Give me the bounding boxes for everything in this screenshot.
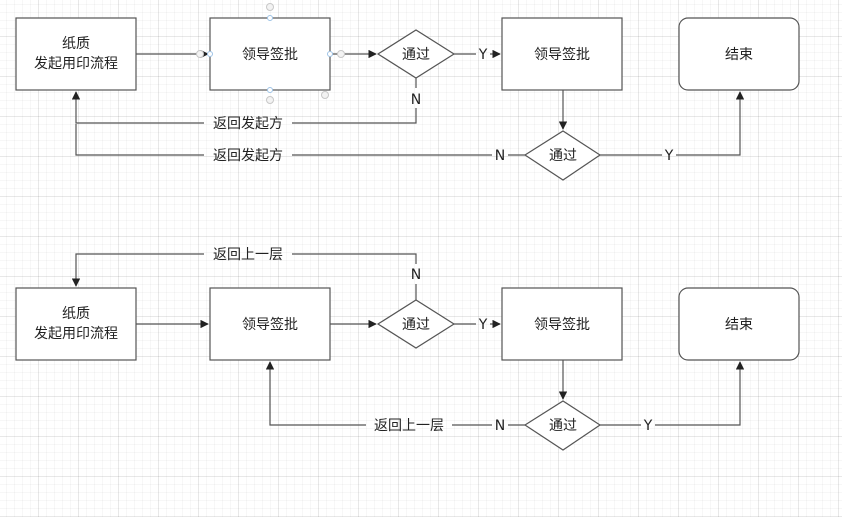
node-approve2[interactable]: 领导签批	[501, 17, 623, 91]
edge-label-no: N	[411, 92, 421, 108]
node-start[interactable]: 纸质 发起用印流程	[15, 17, 137, 91]
selection-handles[interactable]	[207, 15, 333, 93]
edge-decision1-no[interactable]	[76, 253, 417, 300]
edge-decision2-no[interactable]	[75, 124, 525, 156]
edge-decision2-yes[interactable]	[600, 92, 740, 156]
node-decision1-label: 通过	[402, 317, 430, 333]
quick-connect-handles[interactable]	[196, 3, 345, 104]
node-start-line-1: 纸质	[62, 36, 90, 52]
edge-label-yes: Y	[478, 47, 488, 63]
edge-decision1-no[interactable]	[76, 78, 417, 124]
node-end-label: 结束	[725, 47, 753, 63]
node-approve1[interactable]: 领导签批	[209, 287, 331, 361]
node-decision1[interactable]: 通过	[376, 29, 456, 79]
edge-decision2-no[interactable]	[270, 362, 525, 426]
node-approve1-selected[interactable]: 领导签批	[196, 3, 345, 104]
edge-label-yes: Y	[643, 418, 653, 434]
node-approve2-label: 领导签批	[534, 316, 590, 333]
node-start-line-1: 纸质	[62, 306, 90, 322]
node-approve1-label: 领导签批	[242, 46, 298, 63]
node-end[interactable]: 结束	[678, 287, 800, 361]
edge-label-no: N	[411, 267, 421, 283]
rotate-handle-icon[interactable]	[321, 91, 329, 99]
connection-point-top[interactable]	[267, 15, 273, 21]
node-approve1-label: 领导签批	[242, 316, 298, 333]
flow-return-to-previous: Y N 返回上一层 N 返回上一层 Y 纸质 发起用印流程 领导签批 通过 领导…	[15, 247, 800, 451]
node-start-line-2: 发起用印流程	[34, 56, 118, 72]
connection-point-right[interactable]	[327, 51, 333, 57]
node-start-line-2: 发起用印流程	[34, 326, 118, 342]
node-decision2-label: 通过	[549, 148, 577, 164]
edge-label-no: N	[495, 148, 505, 164]
node-decision1[interactable]: 通过	[376, 299, 456, 349]
node-approve2-label: 领导签批	[534, 46, 590, 63]
node-start[interactable]: 纸质 发起用印流程	[15, 287, 137, 361]
edge-label-return-to-initiator: 返回发起方	[213, 148, 283, 164]
edge-label-yes: Y	[664, 148, 674, 164]
node-end[interactable]: 结束	[678, 17, 800, 91]
node-decision2[interactable]: 通过	[523, 400, 602, 451]
edges	[75, 54, 740, 156]
node-decision1-label: 通过	[402, 47, 430, 63]
connection-point-left[interactable]	[207, 51, 213, 57]
node-decision2-label: 通过	[549, 418, 577, 434]
node-decision2[interactable]: 通过	[523, 130, 602, 181]
node-end-label: 结束	[725, 317, 753, 333]
quick-connect-left-icon[interactable]	[196, 50, 204, 58]
edge-label-no: N	[495, 418, 505, 434]
edge-label-return-to-previous: 返回上一层	[374, 418, 444, 434]
node-approve2[interactable]: 领导签批	[501, 287, 623, 361]
edge-label-yes: Y	[478, 317, 488, 333]
edge-label-return-to-previous: 返回上一层	[213, 247, 283, 263]
quick-connect-right-icon[interactable]	[337, 50, 345, 58]
flow-return-to-initiator: Y N 返回发起方 N 返回发起方 Y 纸质 发起用印流程 领导签批	[15, 3, 800, 181]
quick-connect-bottom-icon[interactable]	[266, 96, 274, 104]
edge-decision2-yes[interactable]	[600, 362, 740, 426]
edge-label-return-to-initiator: 返回发起方	[213, 116, 283, 132]
edges	[76, 253, 740, 426]
quick-connect-top-icon[interactable]	[266, 3, 274, 11]
connection-point-bottom[interactable]	[267, 87, 273, 93]
